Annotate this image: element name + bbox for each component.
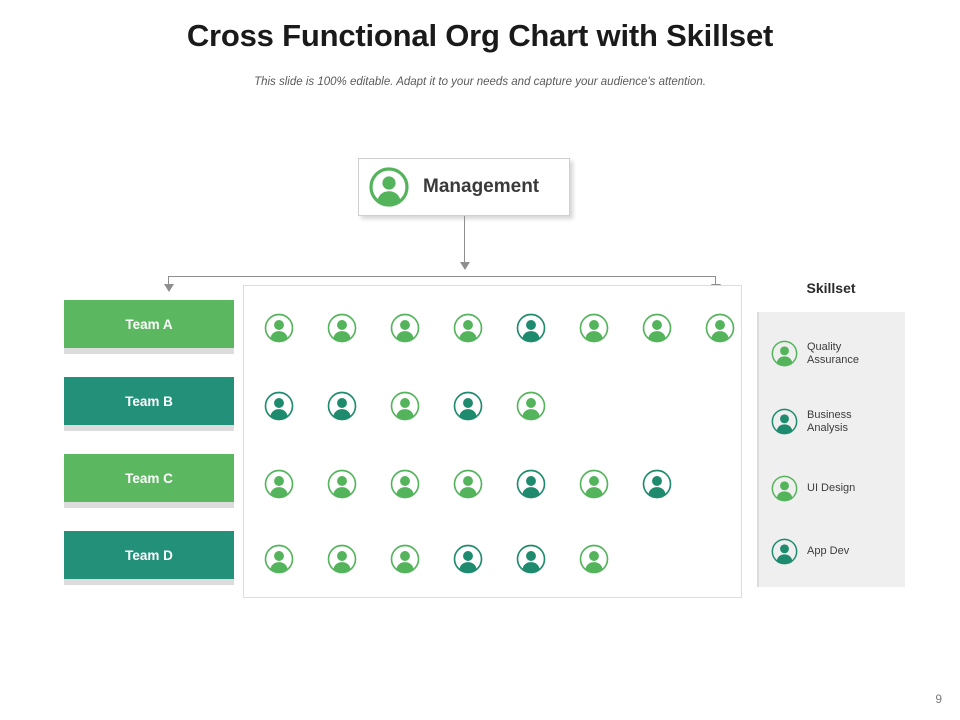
person-icon[interactable] <box>264 544 294 574</box>
connector-vertical-left <box>168 276 169 286</box>
skillset-item-app-dev[interactable]: App Dev <box>771 538 849 565</box>
page-number: 9 <box>935 692 942 706</box>
person-icon[interactable] <box>264 391 294 421</box>
person-icon[interactable] <box>390 391 420 421</box>
team-box[interactable]: Team B <box>64 377 234 425</box>
team-list: Team A Team B Team C Team D <box>64 300 234 608</box>
team-item-team-d[interactable]: Team D <box>64 531 234 586</box>
person-icon <box>771 538 798 565</box>
person-icon[interactable] <box>579 544 609 574</box>
team-item-team-a[interactable]: Team A <box>64 300 234 355</box>
person-icon[interactable] <box>516 313 546 343</box>
person-icon[interactable] <box>327 469 357 499</box>
person-icon[interactable] <box>516 469 546 499</box>
management-node[interactable]: Management <box>358 158 570 216</box>
grid-row <box>264 469 705 499</box>
connector-horizontal <box>168 276 716 277</box>
person-icon[interactable] <box>516 391 546 421</box>
arrow-down-icon-left <box>164 284 174 292</box>
person-icon[interactable] <box>264 469 294 499</box>
skillset-item-label: Business Analysis <box>807 408 852 434</box>
person-icon <box>369 167 409 207</box>
person-icon[interactable] <box>327 544 357 574</box>
person-icon[interactable] <box>453 544 483 574</box>
team-box-base <box>64 579 234 585</box>
person-icon[interactable] <box>579 469 609 499</box>
person-icon[interactable] <box>327 391 357 421</box>
skillset-item-label: UI Design <box>807 482 856 494</box>
grid-row <box>264 544 642 574</box>
person-icon[interactable] <box>264 313 294 343</box>
employee-icon-grid <box>243 285 742 598</box>
page-title: Cross Functional Org Chart with Skillset <box>186 18 774 53</box>
grid-row <box>264 391 579 421</box>
person-icon[interactable] <box>453 391 483 421</box>
skillset-item-business-analysis[interactable]: Business Analysis <box>771 408 889 435</box>
team-label: Team A <box>125 316 173 332</box>
management-label: Management <box>423 176 540 197</box>
connector-vertical-middle <box>464 254 465 264</box>
person-icon <box>771 408 798 435</box>
person-icon[interactable] <box>327 313 357 343</box>
person-icon[interactable] <box>390 313 420 343</box>
team-box[interactable]: Team D <box>64 531 234 579</box>
skillset-item-quality-assurance[interactable]: Quality Assurance <box>771 340 889 367</box>
person-icon <box>771 475 798 502</box>
connector-vertical-main <box>464 216 465 254</box>
skillset-item-label: Quality Assurance <box>807 340 859 366</box>
person-icon[interactable] <box>642 313 672 343</box>
person-icon[interactable] <box>642 469 672 499</box>
skillset-heading: Skillset <box>806 280 856 296</box>
team-label: Team C <box>125 470 173 486</box>
person-icon[interactable] <box>516 544 546 574</box>
page-subtitle: This slide is 100% editable. Adapt it to… <box>254 76 706 88</box>
team-box[interactable]: Team A <box>64 300 234 348</box>
person-icon[interactable] <box>579 313 609 343</box>
person-icon <box>771 340 798 367</box>
grid-row <box>264 313 768 343</box>
team-box-base <box>64 502 234 508</box>
team-box[interactable]: Team C <box>64 454 234 502</box>
skillset-item-ui-design[interactable]: UI Design <box>771 475 855 502</box>
team-item-team-b[interactable]: Team B <box>64 377 234 432</box>
team-box-base <box>64 348 234 354</box>
person-icon[interactable] <box>390 469 420 499</box>
person-icon[interactable] <box>705 313 735 343</box>
team-label: Team B <box>125 393 173 409</box>
team-box-base <box>64 425 234 431</box>
arrow-down-icon-middle <box>460 262 470 270</box>
person-icon[interactable] <box>453 313 483 343</box>
skillset-item-label: App Dev <box>807 545 850 557</box>
connector-vertical-right <box>715 276 716 286</box>
team-label: Team D <box>125 547 173 563</box>
person-icon[interactable] <box>453 469 483 499</box>
person-icon[interactable] <box>390 544 420 574</box>
team-item-team-c[interactable]: Team C <box>64 454 234 509</box>
